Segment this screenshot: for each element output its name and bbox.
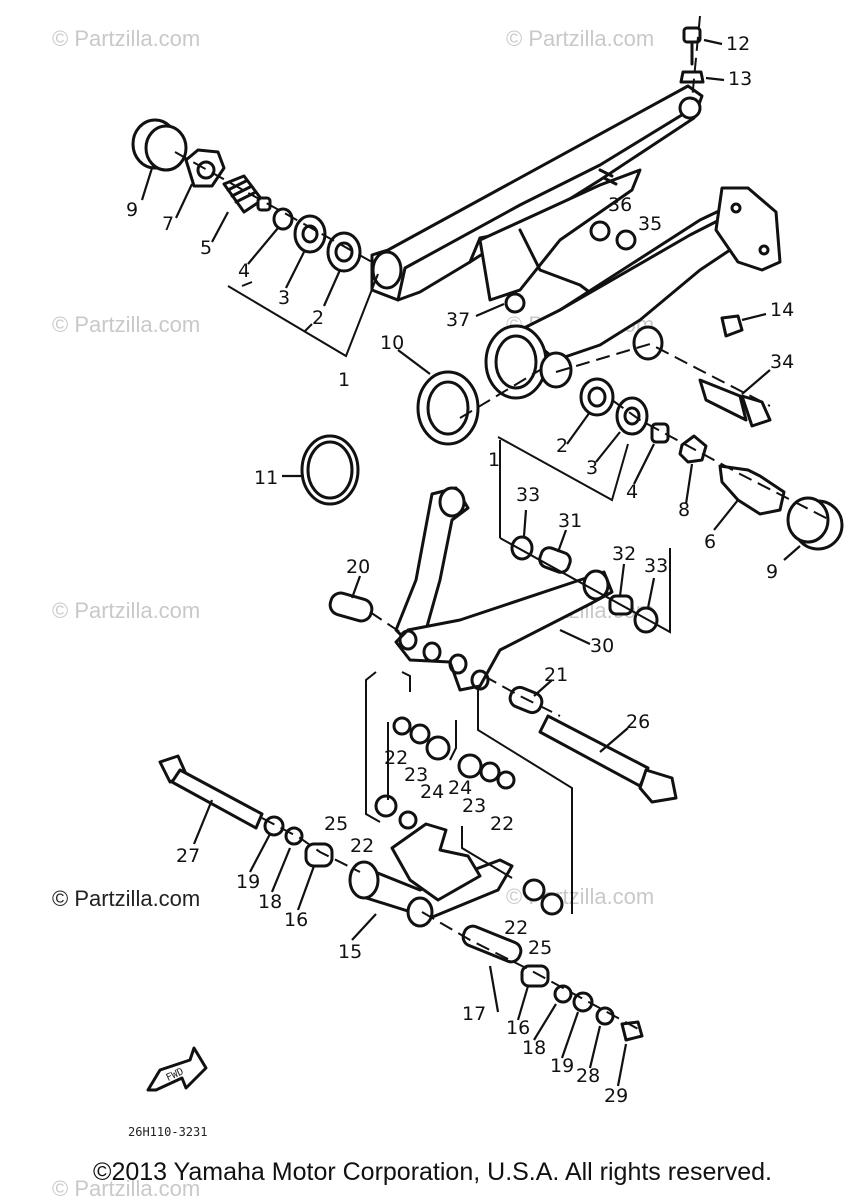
callout-label: 5 <box>200 237 212 259</box>
callout-label: 31 <box>558 510 582 532</box>
callout-label: 22 <box>504 917 528 939</box>
callout-label: 22 <box>490 813 514 835</box>
callout-label: 9 <box>766 561 778 583</box>
callout-label: 1 <box>338 369 350 391</box>
connecting-rod <box>348 822 514 928</box>
callout-label: 37 <box>446 309 470 331</box>
watermark: © Partzilla.com <box>506 26 654 51</box>
callout-label: 25 <box>324 813 348 835</box>
callout-label: 16 <box>284 909 308 931</box>
callout-label: 27 <box>176 845 200 867</box>
swingarm <box>370 84 782 400</box>
callouts: 12 13 9 7 5 4 3 2 1 36 35 37 14 34 10 11… <box>126 33 794 1107</box>
callout-label: 21 <box>544 664 568 686</box>
center-lines <box>174 15 831 1031</box>
callout-label: 11 <box>254 467 278 489</box>
rear-bolt <box>679 26 705 84</box>
copyright-notice: ©2013 Yamaha Motor Corporation, U.S.A. A… <box>93 1158 772 1186</box>
leader-lines <box>140 38 801 1087</box>
callout-label: 26 <box>626 711 650 733</box>
callout-label: 4 <box>626 481 638 503</box>
callout-label: 33 <box>644 555 668 577</box>
pivot-bolt-34 <box>698 378 772 428</box>
callout-label: 20 <box>346 556 370 578</box>
right-pivot-parts <box>300 370 844 551</box>
callout-label: 22 <box>384 747 408 769</box>
watermark: © Partzilla.com <box>52 598 200 623</box>
lower-fasteners <box>263 815 644 1042</box>
relay-arm <box>394 486 614 692</box>
callout-label: 8 <box>678 499 690 521</box>
callout-label: 3 <box>586 457 598 479</box>
callout-label: 29 <box>604 1085 628 1107</box>
callout-label: 9 <box>126 199 138 221</box>
small-fasteners <box>504 220 744 338</box>
watermark: © Partzilla.com <box>52 26 200 51</box>
washers-upper <box>374 716 516 830</box>
front-arrow: FWD <box>146 1046 208 1092</box>
callout-label: 12 <box>726 33 750 55</box>
callout-label: 18 <box>522 1037 546 1059</box>
callout-label: 33 <box>516 484 540 506</box>
left-pivot-parts <box>131 118 362 273</box>
callout-label: 34 <box>770 351 794 373</box>
callout-label: 4 <box>238 260 250 282</box>
callout-label: 3 <box>278 287 290 309</box>
callout-label: 1 <box>488 449 500 471</box>
callout-label: 10 <box>380 332 404 354</box>
bolt-27 <box>158 754 264 830</box>
callout-label: 24 <box>448 777 472 799</box>
callout-label: 17 <box>462 1003 486 1025</box>
callout-label: 18 <box>258 891 282 913</box>
callout-label: 23 <box>404 764 428 786</box>
callout-label: 7 <box>162 213 174 235</box>
callout-label: 36 <box>608 194 632 216</box>
callout-label: 13 <box>728 68 752 90</box>
callout-label: 15 <box>338 941 362 963</box>
callout-label: 28 <box>576 1065 600 1087</box>
callout-label: 16 <box>506 1017 530 1039</box>
callout-label: 24 <box>420 781 444 803</box>
callout-label: 2 <box>312 307 324 329</box>
diagram-code: 26H110-3231 <box>128 1125 207 1139</box>
callout-label: 32 <box>612 543 636 565</box>
callout-label: 22 <box>350 835 374 857</box>
callout-label: 35 <box>638 213 662 235</box>
watermark: © Partzilla.com <box>52 1176 200 1200</box>
callout-label: 6 <box>704 531 716 553</box>
callout-label: 23 <box>462 795 486 817</box>
callout-label: 19 <box>236 871 260 893</box>
callout-label: 30 <box>590 635 614 657</box>
bolt-26 <box>538 714 678 804</box>
callout-label: 25 <box>528 937 552 959</box>
callout-label: 2 <box>556 435 568 457</box>
callout-label: 19 <box>550 1055 574 1077</box>
callout-label: 14 <box>770 299 794 321</box>
bracket-lines <box>227 273 671 914</box>
watermark: © Partzilla.com <box>52 312 200 337</box>
watermark-highlight: © Partzilla.com <box>52 886 200 911</box>
